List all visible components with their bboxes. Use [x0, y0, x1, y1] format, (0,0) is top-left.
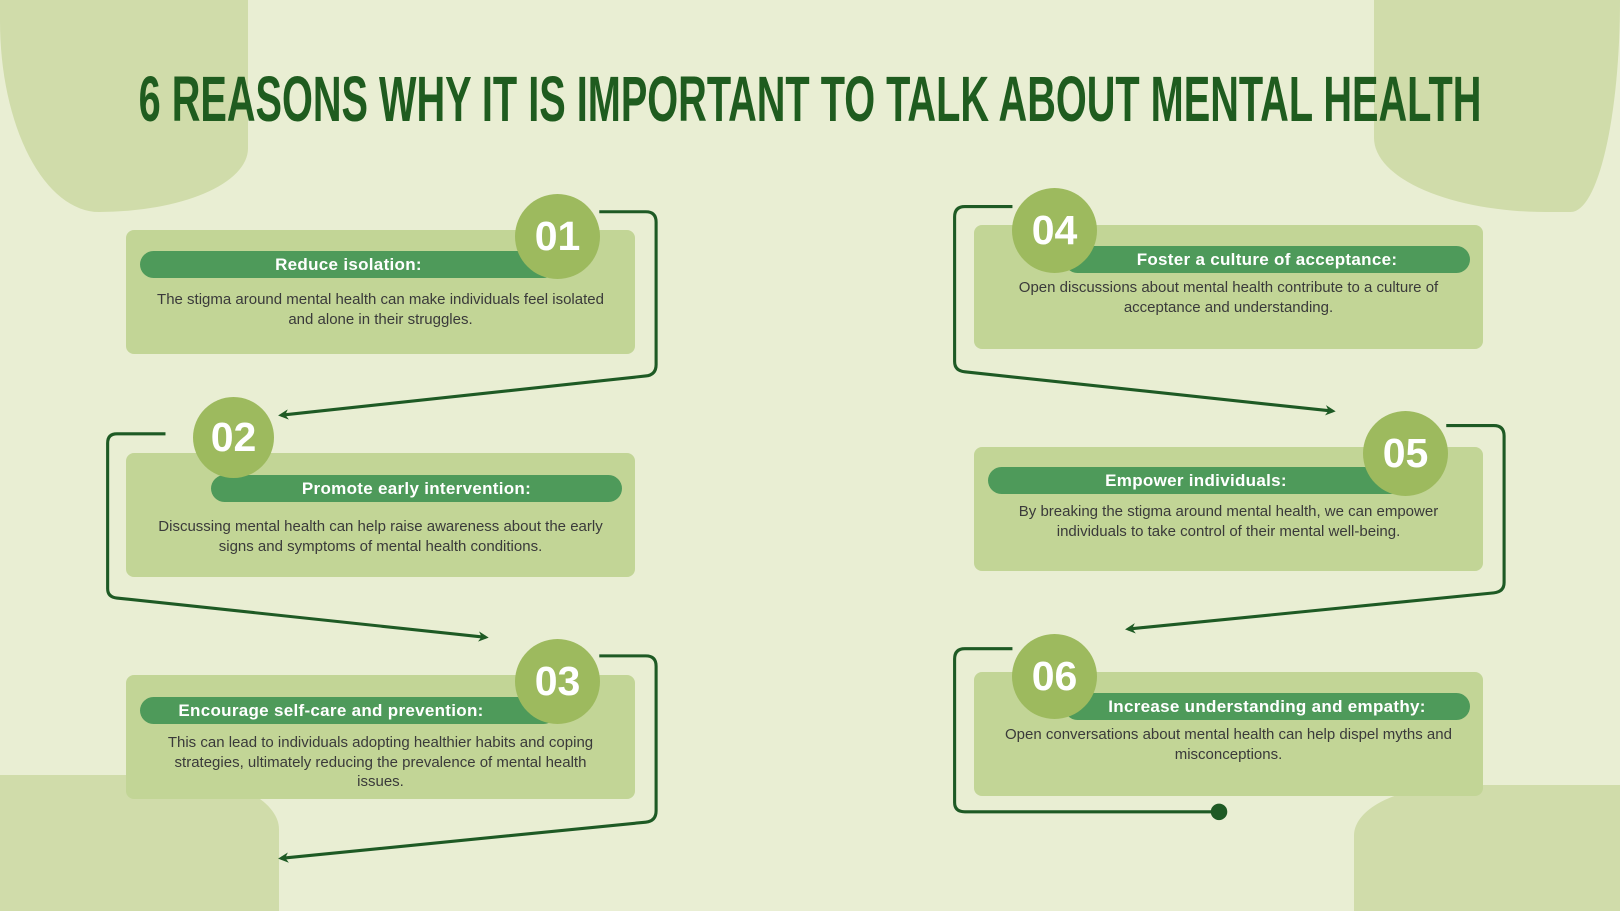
- reason-number-badge: 06: [1012, 634, 1097, 719]
- reason-heading: Empower individuals:: [988, 467, 1404, 494]
- connector-03-end: [278, 654, 658, 863]
- corner-blob-top-right: [1374, 0, 1620, 212]
- connector-05-06: [1125, 423, 1506, 634]
- reason-number-badge: 04: [1012, 188, 1097, 273]
- connector-04-05: [953, 205, 1336, 416]
- reason-card-02: Promote early intervention: Discussing m…: [126, 453, 635, 577]
- connector-02-03: [106, 432, 489, 642]
- reason-card-03: Encourage self-care and prevention: This…: [126, 675, 635, 799]
- reason-text: This can lead to individuals adopting he…: [167, 734, 594, 790]
- corner-blob-bottom-right: [1354, 785, 1620, 911]
- page-title: 6 REASONS WHY IT IS IMPORTANT TO TALK AB…: [139, 63, 1482, 135]
- reason-number-badge: 05: [1363, 411, 1448, 496]
- reason-text: Discussing mental health can help raise …: [158, 518, 603, 555]
- end-dot: [1210, 803, 1228, 821]
- reason-text: Open conversations about mental health c…: [1005, 726, 1452, 763]
- reason-heading: Promote early intervention:: [211, 475, 622, 502]
- reason-heading: Reduce isolation:: [140, 251, 557, 278]
- reason-number-badge: 03: [515, 639, 600, 724]
- reason-heading: Increase understanding and empathy:: [1064, 693, 1470, 720]
- reason-text: By breaking the stigma around mental hea…: [1018, 503, 1439, 540]
- reason-heading: Foster a culture of acceptance:: [1064, 246, 1470, 273]
- connector-06-end: [953, 647, 1220, 814]
- corner-blob-top-left: [0, 0, 248, 212]
- reason-number-badge: 01: [515, 194, 600, 279]
- reason-text: Open discussions about mental health con…: [1018, 279, 1439, 316]
- connector-01-02: [278, 210, 658, 420]
- reason-heading: Encourage self-care and prevention:: [140, 697, 557, 724]
- reason-number-badge: 02: [193, 397, 274, 478]
- reason-text: The stigma around mental health can make…: [157, 291, 604, 328]
